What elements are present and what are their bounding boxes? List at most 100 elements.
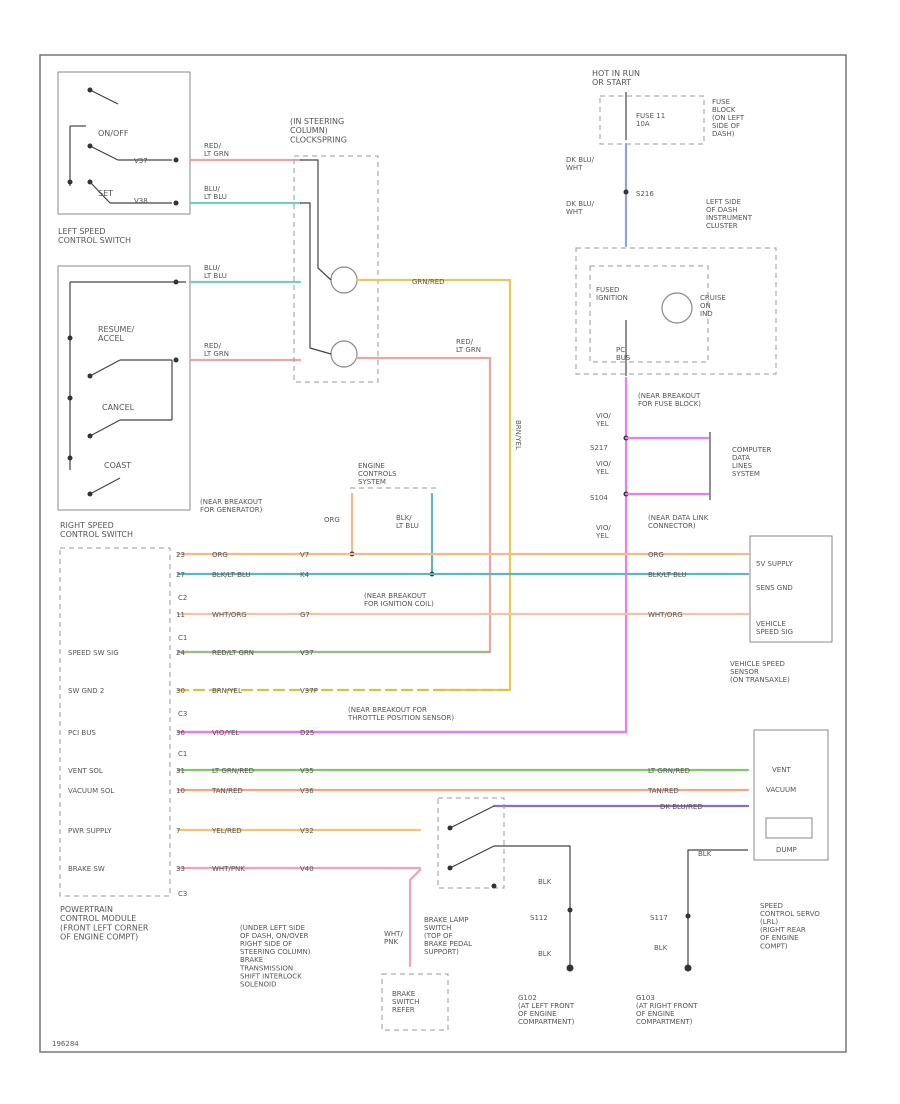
pcm-wire-circuit: V7 (300, 551, 309, 559)
sens-gnd-label: SENS GND (756, 584, 793, 592)
splice-s216 (623, 189, 629, 195)
pcm-wire-color: LT GRN/RED (212, 767, 254, 775)
pcm-wire-circuit: V37P (300, 687, 318, 695)
pcm-wire-color: TAN/RED (211, 787, 243, 795)
brake-switch-pin (447, 825, 453, 831)
coast-label: COAST (104, 461, 131, 470)
wht-pnk-label: WHT/PNK (384, 930, 403, 946)
blk-label-4: BLK (654, 944, 668, 952)
pcm-pin: 36 (176, 729, 185, 737)
org-label: ORG (324, 516, 340, 524)
ground-g102 (566, 964, 574, 972)
pcm-row-label: PWR SUPPLY (68, 827, 112, 835)
connector-pin (173, 357, 179, 363)
c3-label-b: C3 (178, 890, 187, 898)
s217-label: S217 (590, 444, 608, 452)
c3-label: C3 (178, 710, 187, 718)
pcm-row-label: VACUUM SOL (68, 787, 114, 795)
pcm-row-label: BRAKE SW (68, 865, 105, 873)
dk-blu-wht-label-2: DK BLU/WHT (566, 200, 595, 216)
diagram-id: 196284 (52, 1040, 79, 1048)
brake-switch-contact (449, 805, 495, 829)
pcm-wire-color-right: TAN/RED (647, 787, 679, 795)
pcm-pin: 10 (176, 787, 185, 795)
pcm-pin: 11 (176, 611, 185, 619)
vent-label: VENT (772, 766, 791, 774)
instrument-cluster-box (575, 247, 777, 375)
clockspring-coil-upper (330, 266, 358, 294)
wire-label-3: GRN/RED (412, 278, 445, 286)
c2-label: C2 (178, 594, 187, 602)
s216-label: S216 (636, 190, 654, 198)
wire-blk-ground-left (494, 845, 571, 966)
dump-valve (765, 817, 813, 839)
pcm-wire-color-right: BLK/LT BLU (648, 571, 687, 579)
vio-yel-label-3: VIO/YEL (595, 524, 611, 540)
brake-switch-pin (447, 865, 453, 871)
brake-switch-pin (491, 883, 497, 889)
pcm-wire-circuit: D25 (300, 729, 314, 737)
fuse-block-box (599, 95, 705, 145)
c1-label-b: C1 (178, 750, 187, 758)
cancel-label: CANCEL (102, 403, 135, 412)
brake-switch-contact (449, 845, 495, 869)
pcm-wire-color: RED/LT GRN (212, 649, 254, 657)
pcm-wire-circuit: V32 (300, 827, 314, 835)
pcm-wire-color: WHT/ORG (212, 611, 247, 619)
left-switch-lower-box (57, 265, 191, 511)
pcm-wire-circuit: V40 (300, 865, 314, 873)
pcm-wire-color-right: LT GRN/RED (648, 767, 690, 775)
connector-pin (173, 279, 179, 285)
diagram-frame (39, 54, 847, 1053)
clockspring-coil-lower (330, 340, 358, 368)
pcm-wire-color: BRN/YEL (212, 687, 242, 695)
resume-switch (67, 281, 186, 497)
wire-label-5: RED/LT GRN (204, 342, 229, 358)
pcm-pin: 23 (176, 551, 185, 559)
on-off-circuit: V37 (134, 157, 148, 165)
servo-box (753, 729, 829, 861)
blk-label-2: BLK (538, 950, 552, 958)
clockspring-box (293, 155, 379, 383)
wire-label-1: RED/LT GRN (204, 142, 229, 158)
dk-blu-wht-label-1: DK BLU/WHT (566, 156, 595, 172)
wire-dk-blu-red-label: DK BLU/RED (660, 803, 703, 811)
pcm-pin: 31 (176, 767, 185, 775)
c1-label: C1 (178, 634, 187, 642)
pcm-wire-color: WHT/PNK (212, 865, 245, 873)
pcm-wire-color: BLK/LT BLU (212, 571, 251, 579)
brake-lamp-switch-box (437, 797, 505, 889)
ground-g103 (684, 964, 692, 972)
blk-label-3: BLK (698, 850, 712, 858)
pcm-pin: 30 (176, 687, 185, 695)
vacuum-label: VACUUM (766, 786, 796, 794)
pcm-row-label: SPEED SW SIG (68, 649, 119, 657)
resume-label: RESUME/ACCEL (98, 325, 135, 343)
5v-supply-label: 5V SUPPLY (756, 560, 793, 568)
pcm-wire-circuit: K4 (300, 571, 310, 579)
pcm-wire-color-right: WHT/ORG (648, 611, 683, 619)
dump-label: DUMP (776, 846, 797, 854)
on-off-switch (67, 87, 172, 186)
on-off-label: ON/OFF (98, 129, 129, 138)
